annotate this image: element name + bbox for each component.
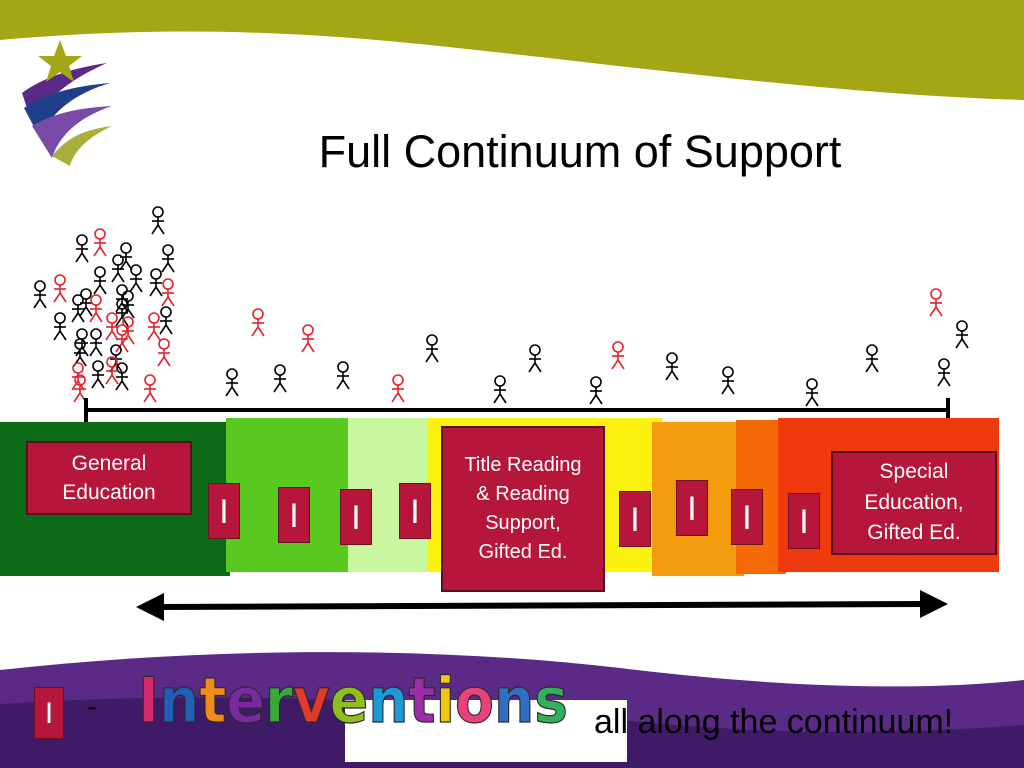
student-figure-black: [75, 328, 89, 357]
student-figure-black: [273, 364, 287, 393]
intervention-marker: I: [676, 480, 708, 536]
double-arrow: [136, 590, 948, 621]
student-figure-black: [159, 306, 173, 335]
interventions-letter: i: [436, 664, 455, 737]
student-figure-black: [91, 360, 105, 389]
intervention-marker: I: [208, 483, 240, 539]
slide-title: Full Continuum of Support: [318, 126, 842, 177]
student-figure-red: [121, 316, 135, 345]
general-education-label: General Education: [26, 441, 192, 515]
student-figure-black: [161, 244, 175, 273]
special-education-label: Special Education, Gifted Ed.: [831, 451, 997, 555]
title-reading-label: Title Reading & Reading Support, Gifted …: [441, 426, 605, 592]
student-figure-black: [115, 362, 129, 391]
student-figure-red: [157, 338, 171, 367]
student-figure-black: [151, 206, 165, 235]
student-figure-black: [225, 368, 239, 397]
interventions-letter: n: [494, 664, 534, 737]
intervention-marker: I: [731, 489, 763, 545]
student-figure-red: [53, 274, 67, 303]
student-figure-red: [105, 356, 119, 385]
student-figure-black: [937, 358, 951, 387]
interventions-wordart: Interventions: [137, 663, 568, 737]
interventions-letter: I: [138, 664, 159, 737]
intervention-marker: I: [278, 487, 310, 543]
interventions-letter: e: [330, 664, 368, 737]
student-figure-black: [955, 320, 969, 349]
student-figure-red: [611, 341, 625, 370]
interventions-letter: s: [534, 664, 568, 737]
interventions-letter: t: [199, 664, 226, 737]
interventions-letter: r: [265, 664, 293, 737]
student-figure-red: [93, 228, 107, 257]
top-band: [0, 0, 1024, 100]
student-figure-red: [147, 312, 161, 341]
interventions-letter: n: [368, 664, 408, 737]
student-figure-red: [71, 362, 85, 391]
student-figure-red: [115, 324, 129, 353]
student-figure-black: [665, 352, 679, 381]
intervention-marker: I: [788, 493, 820, 549]
student-figure-black: [33, 280, 47, 309]
continuum-text: all along the continuum!: [594, 703, 954, 741]
student-figure-black: [75, 234, 89, 263]
intervention-marker: I: [399, 483, 431, 539]
student-figure-red: [161, 278, 175, 307]
student-figure-black: [721, 366, 735, 395]
logo-icon: [22, 40, 112, 166]
student-figure-black: [336, 361, 350, 390]
intervention-marker: I: [340, 489, 372, 545]
interventions-text: Interventions: [138, 664, 568, 737]
student-figure-black: [53, 312, 67, 341]
student-figure-red: [929, 288, 943, 317]
dash-text: -: [87, 690, 97, 723]
interventions-letter: n: [159, 664, 199, 737]
interventions-letter: t: [409, 664, 436, 737]
student-figure-black: [89, 328, 103, 357]
student-figure-red: [89, 294, 103, 323]
student-figure-black: [425, 334, 439, 363]
student-figure-black: [71, 294, 85, 323]
interventions-letter: e: [226, 664, 264, 737]
student-figure-black: [121, 290, 135, 319]
intervention-key-marker: I: [34, 687, 64, 739]
student-figure-black: [149, 268, 163, 297]
student-figure-black: [129, 264, 143, 293]
interventions-letter: o: [455, 664, 494, 737]
student-figure-black: [111, 254, 125, 283]
student-figure-black: [865, 344, 879, 373]
intervention-marker: I: [619, 491, 651, 547]
student-figures: [33, 206, 969, 407]
interventions-letter: v: [293, 664, 330, 737]
student-figure-red: [301, 324, 315, 353]
student-figure-red: [105, 312, 119, 341]
white-patch: [345, 700, 627, 762]
student-figure-red: [251, 308, 265, 337]
student-figure-black: [93, 266, 107, 295]
student-figure-black: [528, 344, 542, 373]
